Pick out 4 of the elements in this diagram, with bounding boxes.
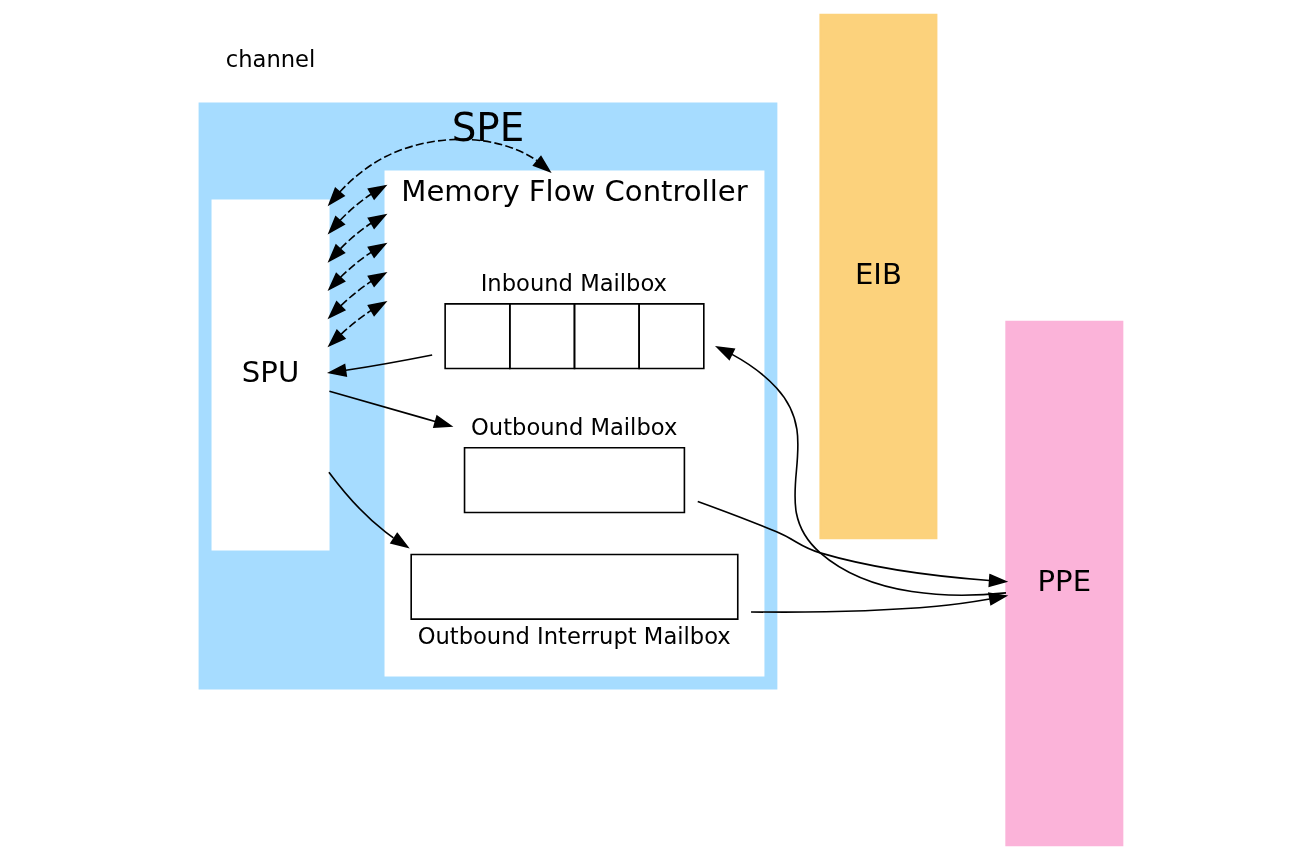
label: channel xyxy=(225,46,315,73)
node-label: Outbound Interrupt Mailbox xyxy=(417,622,731,649)
node-label: Outbound Mailbox xyxy=(470,414,677,441)
node-label: Inbound Mailbox xyxy=(480,270,667,297)
